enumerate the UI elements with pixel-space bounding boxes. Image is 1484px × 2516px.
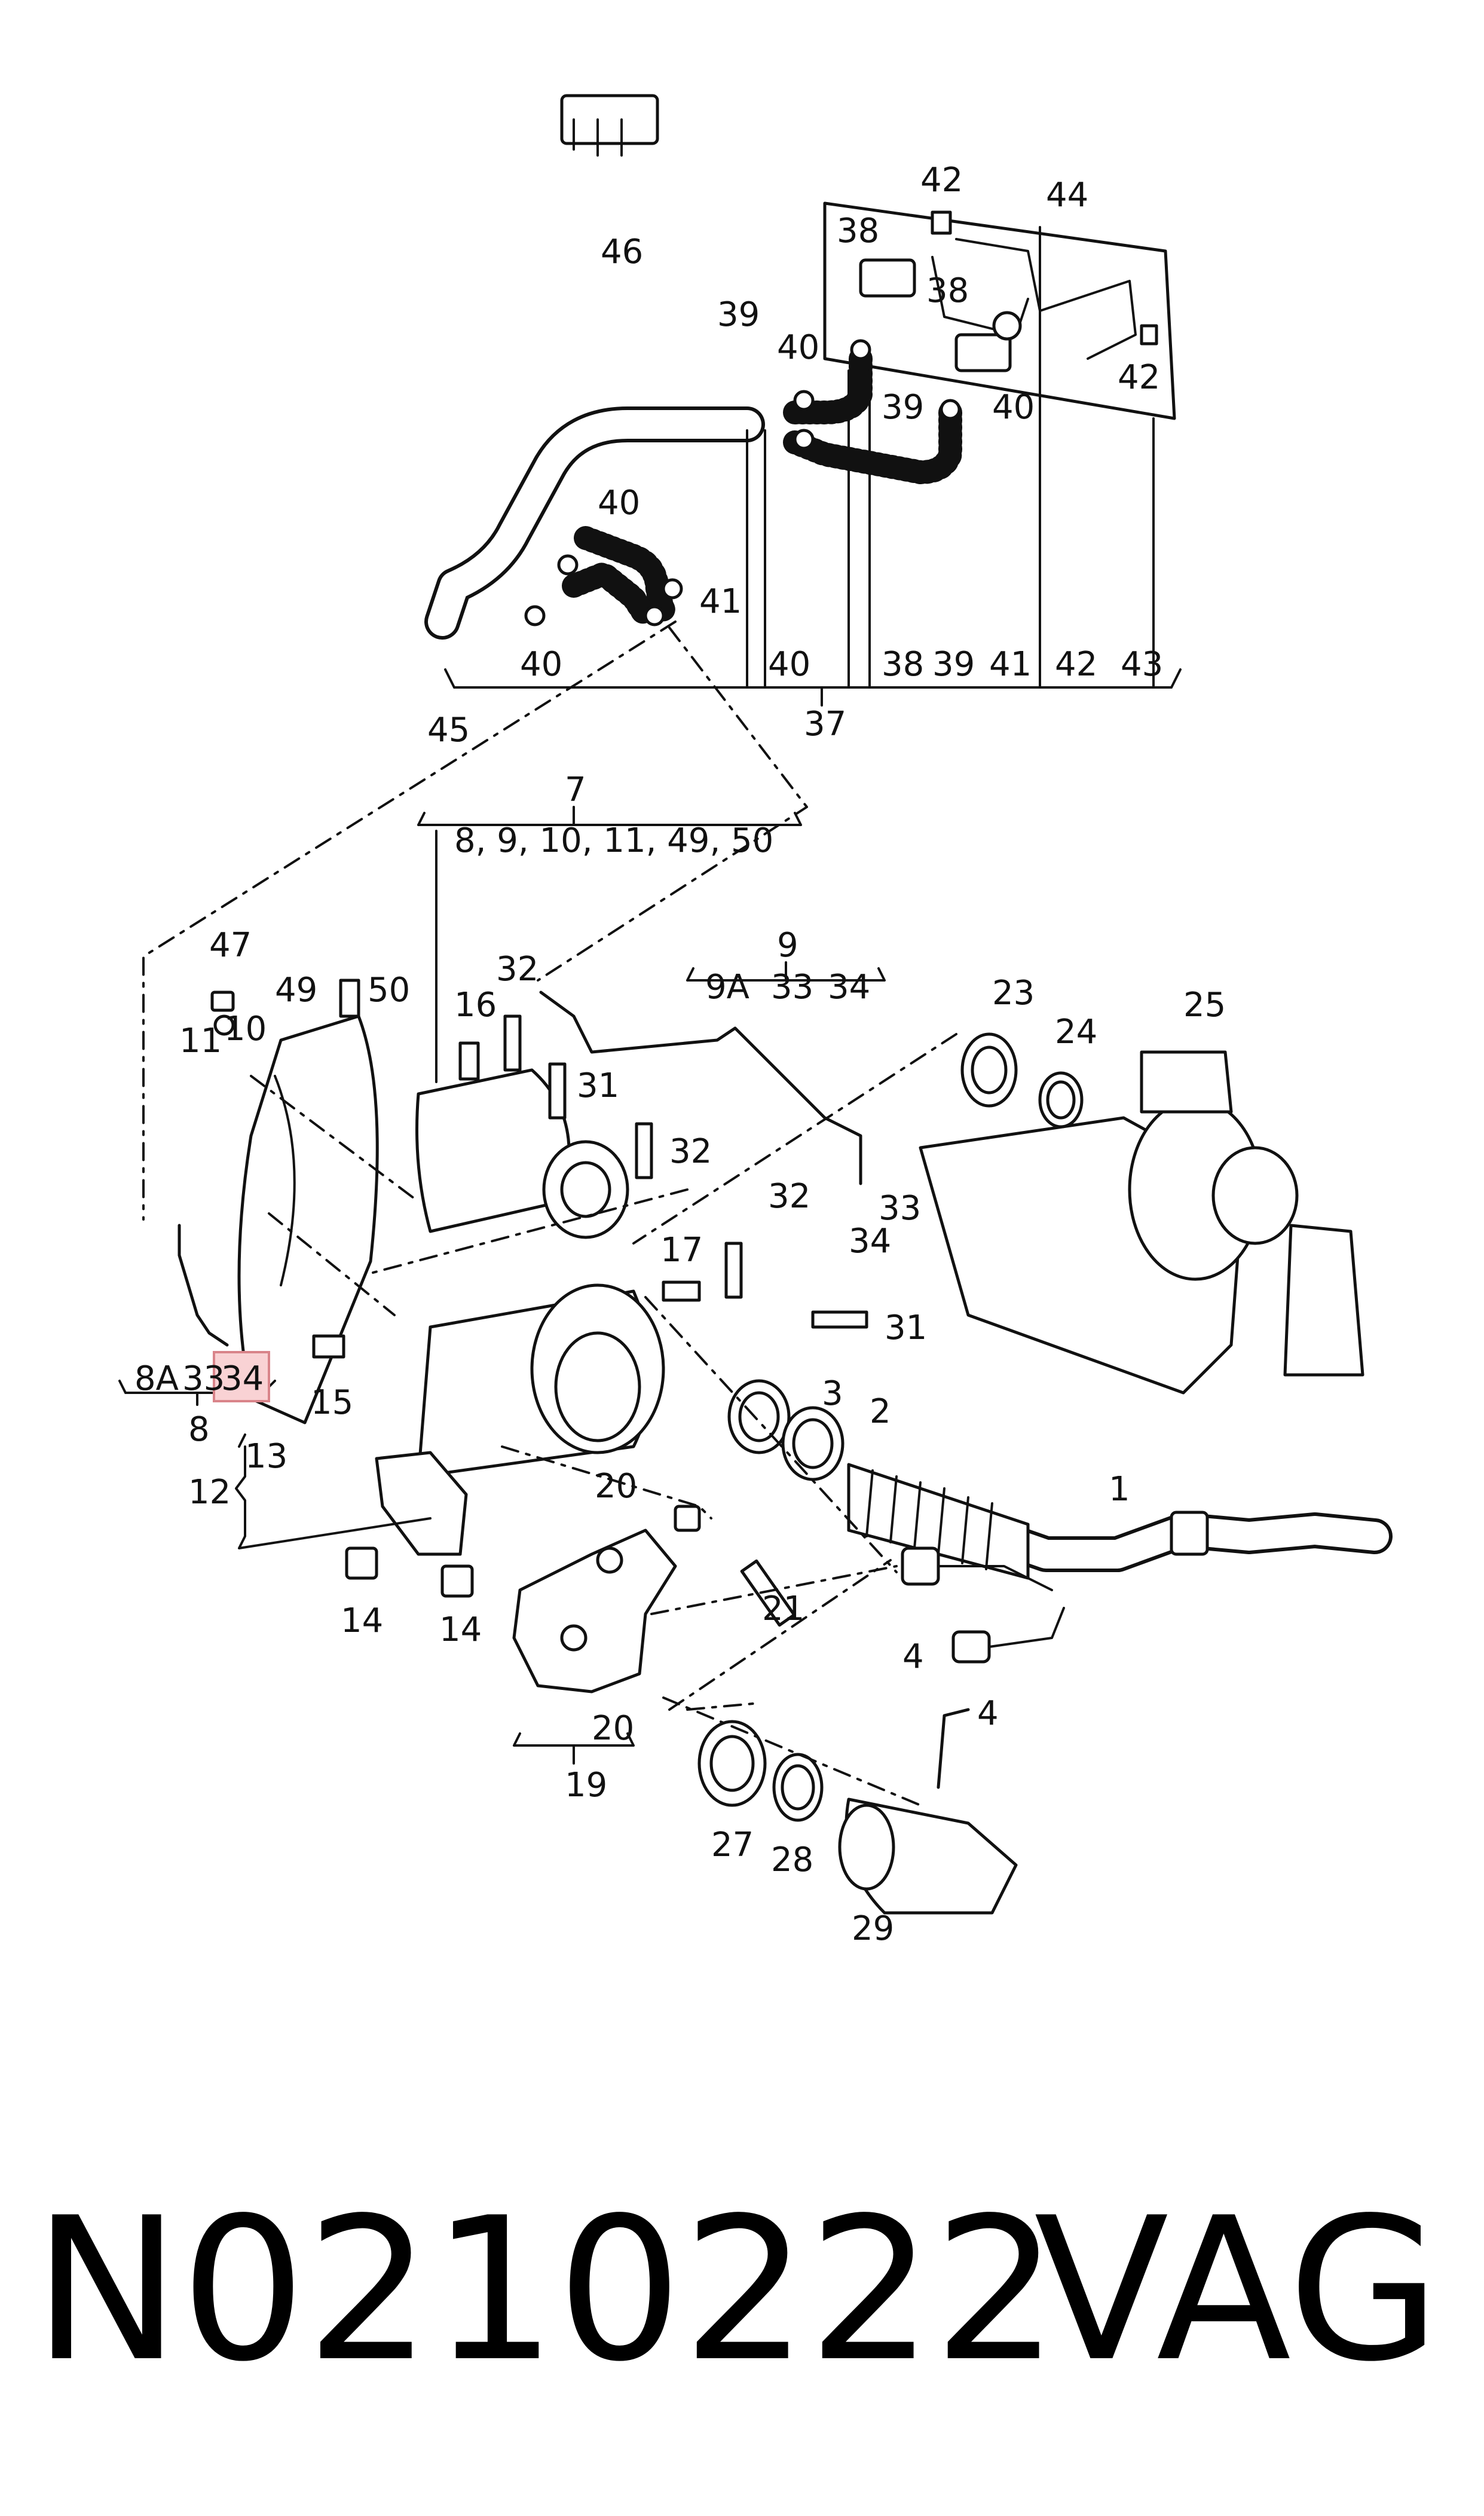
hose-assembly [424, 94, 962, 640]
callout-8: 8 [188, 1410, 210, 1449]
brand-text: VAG [1034, 2175, 1440, 2405]
callout-44: 44 [1046, 176, 1088, 215]
callout-14: 14 [439, 1610, 482, 1649]
callout-15: 15 [311, 1383, 353, 1422]
callout-33: 33 [182, 1359, 225, 1398]
pipe-8a [178, 1224, 229, 1347]
callout-47: 47 [209, 926, 252, 965]
callout-28: 28 [771, 1841, 813, 1879]
callout-19: 19 [565, 1766, 607, 1805]
sensors-and-bolts [210, 979, 868, 1627]
egr-cooler [697, 1708, 1018, 1915]
callout-33: 33 [771, 968, 813, 1007]
callout-38: 38 [837, 212, 879, 250]
callout-23: 23 [992, 974, 1035, 1013]
callout-50: 50 [368, 971, 410, 1010]
callout-32: 32 [669, 1132, 712, 1171]
callout-40: 40 [992, 388, 1035, 427]
callout-42: 42 [920, 161, 963, 200]
callout-43: 43 [1121, 645, 1163, 684]
callout-4: 4 [977, 1694, 999, 1733]
callout-42: 42 [1118, 358, 1160, 397]
callout-27: 27 [711, 1826, 754, 1864]
highlight-box-34 [213, 1351, 270, 1402]
callout-7: 7 [565, 771, 586, 809]
callout-34: 34 [828, 968, 870, 1007]
callout-1: 1 [1109, 1470, 1130, 1509]
group-bracket-37 [444, 668, 1182, 707]
catalytic-converter [415, 1068, 665, 1478]
callout-38: 38 [882, 645, 924, 684]
callout-39: 39 [882, 388, 924, 427]
callout-49: 49 [275, 971, 317, 1010]
callout-31: 31 [885, 1309, 927, 1347]
callout-45: 45 [427, 711, 470, 750]
callout-9a: 9A [705, 968, 749, 1007]
rubber-mounts [901, 1546, 1065, 1664]
support-bracket [512, 1528, 677, 1693]
turbocharger [919, 1050, 1364, 1395]
group-brackets [118, 806, 886, 1765]
heat-shield [237, 1014, 379, 1424]
part-number-text: N0210222 [33, 2175, 1059, 2405]
callout-8a: 8A [134, 1359, 179, 1398]
callout-40: 40 [598, 484, 640, 522]
callout-13: 13 [245, 1437, 287, 1476]
callout-34: 34 [849, 1222, 891, 1261]
clamp-23-24 [960, 1032, 1084, 1129]
front-exhaust-pipe [847, 1463, 1393, 1580]
callout-38: 38 [926, 271, 969, 310]
callout-32: 32 [496, 950, 538, 989]
callout-7-list: 8, 9, 10, 11, 49, 50 [454, 821, 773, 860]
callout-37: 37 [804, 705, 846, 744]
callout-32: 32 [768, 1177, 810, 1216]
callout-41: 41 [699, 582, 742, 621]
callout-21: 21 [762, 1589, 804, 1628]
leader-lines [142, 620, 957, 1806]
pipe-9a [539, 990, 862, 1185]
callout-25: 25 [1183, 986, 1226, 1025]
sensor-bracket [823, 201, 1176, 420]
callout-33: 33 [879, 1189, 921, 1228]
callout-46: 46 [601, 233, 643, 271]
callout-34-highlighted[interactable]: 34 [221, 1359, 264, 1398]
callout-14: 14 [341, 1601, 383, 1640]
callout-3: 3 [822, 1374, 843, 1413]
callout-20: 20 [592, 1709, 634, 1748]
callout-4: 4 [902, 1637, 924, 1676]
callout-42: 42 [1055, 645, 1097, 684]
callout-20: 20 [595, 1467, 637, 1506]
callout-29: 29 [852, 1909, 894, 1948]
callout-40: 40 [777, 328, 819, 367]
callout-16: 16 [454, 986, 497, 1025]
callout-41: 41 [989, 645, 1032, 684]
callout-39: 39 [932, 645, 975, 684]
callout-2: 2 [870, 1392, 891, 1431]
callout-labels: 46 42 44 38 38 39 40 39 40 42 40 41 40 4… [134, 161, 1226, 1948]
seal-rings [727, 1379, 844, 1481]
callout-39: 39 [717, 295, 760, 334]
callout-12: 12 [188, 1473, 231, 1512]
callout-24: 24 [1055, 1013, 1097, 1051]
callout-11: 11 [179, 1022, 222, 1060]
callout-17: 17 [660, 1231, 703, 1270]
callout-9: 9 [777, 926, 798, 965]
mount-bracket [345, 1451, 474, 1598]
callout-40: 40 [768, 645, 810, 684]
callout-31: 31 [577, 1066, 619, 1105]
callout-10: 10 [224, 1010, 267, 1048]
callout-40: 40 [520, 645, 562, 684]
